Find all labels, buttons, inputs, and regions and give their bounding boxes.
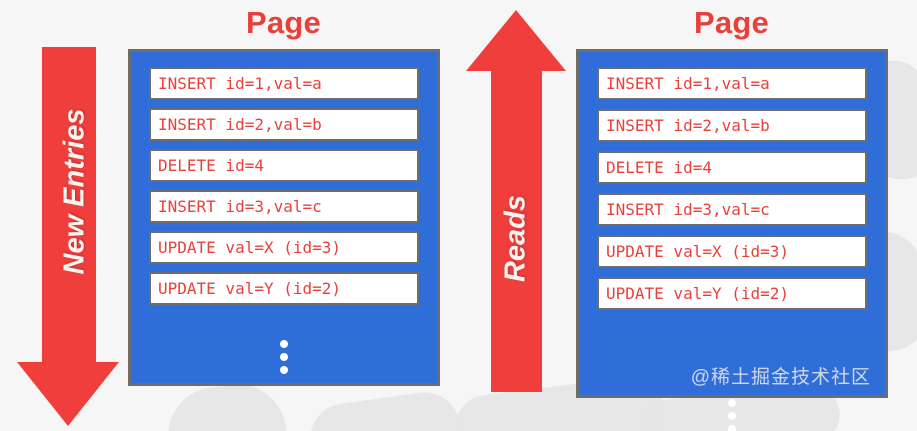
ellipsis-dot <box>280 366 288 374</box>
background-blob-icon <box>163 380 291 431</box>
ellipsis-dot <box>728 399 736 407</box>
page-title-right: Page <box>694 5 769 40</box>
log-entry: INSERT id=1,val=a <box>597 67 867 100</box>
watermark: @稀土掘金技术社区 <box>690 367 871 388</box>
page-box-right: INSERT id=1,val=a INSERT id=2,val=b DELE… <box>576 49 888 431</box>
reads-arrow-shaft <box>491 70 542 392</box>
arrow-down-icon <box>17 362 119 426</box>
vertical-ellipsis-icon <box>579 399 885 431</box>
log-entry: UPDATE val=X (id=3) <box>597 235 867 268</box>
log-entry: INSERT id=1,val=a <box>149 67 419 100</box>
log-entry: DELETE id=4 <box>149 149 419 182</box>
ellipsis-dot <box>728 425 736 431</box>
page-box-left: INSERT id=1,val=a INSERT id=2,val=b DELE… <box>128 49 440 386</box>
log-entry: DELETE id=4 <box>597 151 867 184</box>
log-entry: UPDATE val=Y (id=2) <box>149 272 419 305</box>
ellipsis-dot <box>280 340 288 348</box>
arrow-up-icon <box>466 10 566 71</box>
ellipsis-dot <box>728 412 736 420</box>
entry-list-left: INSERT id=1,val=a INSERT id=2,val=b DELE… <box>149 67 419 305</box>
log-entry: INSERT id=3,val=c <box>149 190 419 223</box>
log-entry: UPDATE val=Y (id=2) <box>597 277 867 310</box>
background-blob-icon <box>305 387 465 431</box>
new-entries-arrow-label: New Entries <box>58 108 91 275</box>
log-entry: UPDATE val=X (id=3) <box>149 231 419 264</box>
reads-arrow-label: Reads <box>499 194 532 283</box>
page-title-left: Page <box>246 5 321 40</box>
log-entry: INSERT id=2,val=b <box>149 108 419 141</box>
log-entry: INSERT id=3,val=c <box>597 193 867 226</box>
entry-list-right: INSERT id=1,val=a INSERT id=2,val=b DELE… <box>597 67 867 310</box>
log-entry: INSERT id=2,val=b <box>597 109 867 142</box>
vertical-ellipsis-icon <box>131 340 437 374</box>
ellipsis-dot <box>280 353 288 361</box>
new-entries-arrow-shaft <box>42 47 96 363</box>
